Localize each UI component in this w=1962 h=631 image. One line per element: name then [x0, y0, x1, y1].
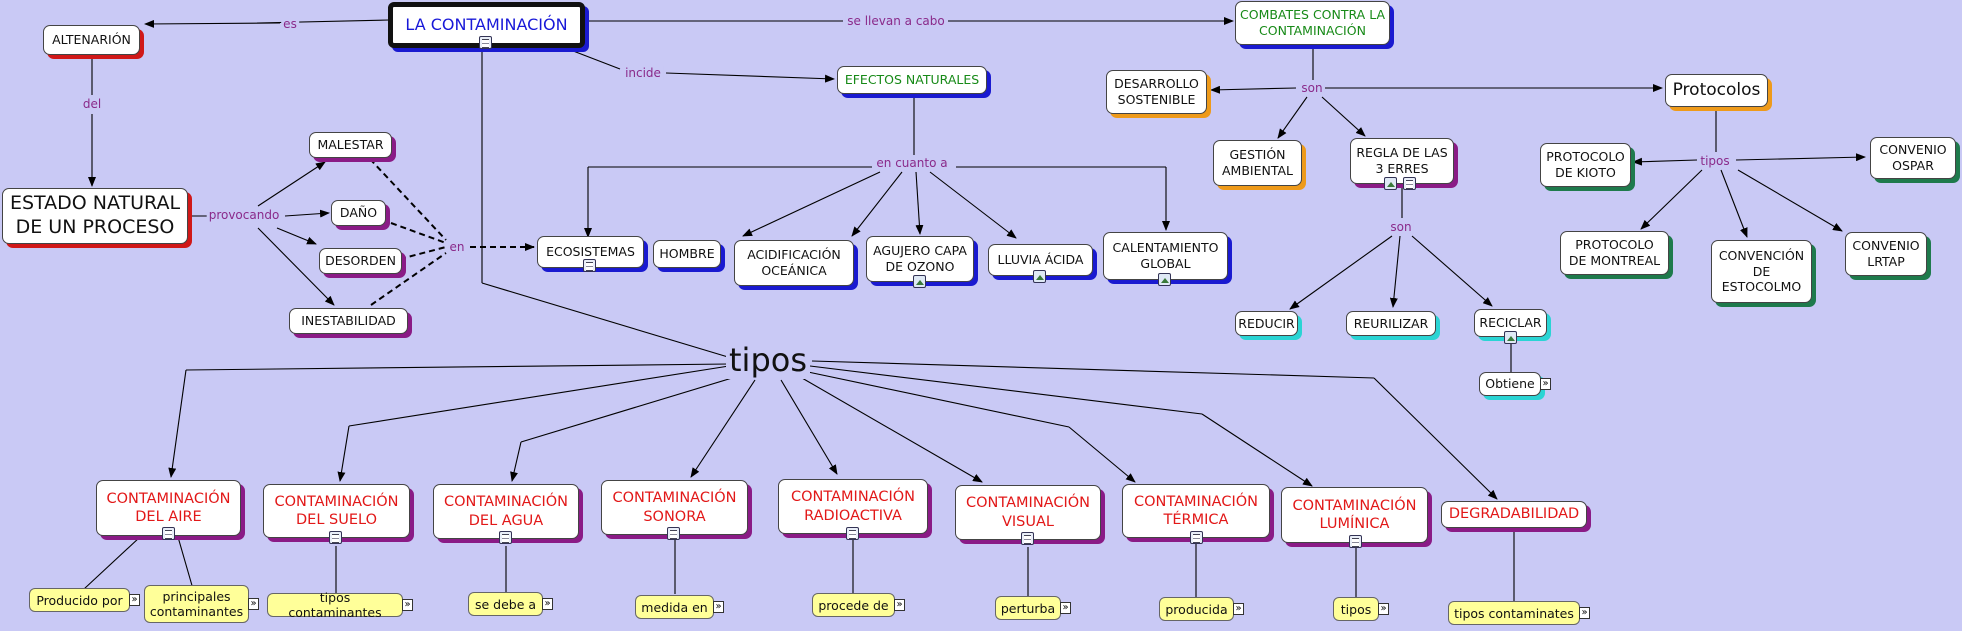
- expand-arrow-icon[interactable]: »: [1540, 378, 1551, 390]
- node-protocolos[interactable]: Protocolos: [1665, 74, 1768, 107]
- note-tipos-contaminates[interactable]: tipos contaminates: [1448, 601, 1580, 625]
- document-icon[interactable]: [1349, 535, 1362, 548]
- node-desarrollo-sostenible[interactable]: DESARROLLO SOSTENIBLE: [1106, 70, 1207, 114]
- link-label-tipos-protocolos: tipos: [1698, 154, 1732, 168]
- link-label-en-cuanto: en cuanto a: [874, 156, 950, 170]
- node-contaminacion-agua[interactable]: CONTAMINACIÓN DEL AGUA: [433, 484, 579, 539]
- node-convencion-estocolmo[interactable]: CONVENCIÓN DE ESTOCOLMO: [1711, 240, 1812, 303]
- image-icon[interactable]: [1504, 331, 1517, 344]
- node-reducir[interactable]: REDUCIR: [1235, 311, 1298, 336]
- node-hombre[interactable]: HOMBRE: [653, 240, 721, 268]
- note-tipos[interactable]: tipos: [1333, 597, 1379, 621]
- expand-arrow-icon[interactable]: »: [542, 598, 553, 610]
- image-icon[interactable]: [1158, 273, 1171, 286]
- image-icon[interactable]: [1033, 270, 1046, 283]
- node-convenio-ospar[interactable]: CONVENIO OSPAR: [1870, 137, 1956, 179]
- expand-arrow-icon[interactable]: »: [713, 601, 724, 613]
- node-combates[interactable]: COMBATES CONTRA LA CONTAMINACIÓN: [1235, 1, 1390, 45]
- node-reutilizar[interactable]: REURILIZAR: [1346, 311, 1436, 336]
- expand-arrow-icon[interactable]: »: [248, 598, 259, 610]
- node-protocolo-montreal[interactable]: PROTOCOLO DE MONTREAL: [1560, 231, 1669, 275]
- node-dano[interactable]: DAÑO: [331, 200, 386, 226]
- document-icon[interactable]: [1021, 532, 1034, 545]
- node-ecosistemas[interactable]: ECOSISTEMAS: [537, 236, 644, 268]
- document-icon[interactable]: [583, 259, 596, 272]
- note-perturba[interactable]: perturba: [995, 596, 1061, 620]
- link-label-del: del: [80, 97, 104, 111]
- node-estado-natural[interactable]: ESTADO NATURAL DE UN PROCESO: [2, 188, 188, 244]
- document-icon[interactable]: [499, 531, 512, 544]
- link-label-provocando: provocando: [206, 208, 282, 222]
- document-icon[interactable]: [479, 36, 492, 49]
- note-principales-contaminantes[interactable]: principales contaminantes: [144, 585, 249, 623]
- node-contaminacion-termica[interactable]: CONTAMINACIÓN TÉRMICA: [1122, 484, 1270, 538]
- node-gestion-ambiental[interactable]: GESTIÓN AMBIENTAL: [1213, 140, 1302, 186]
- note-producido-por[interactable]: Producido por: [29, 588, 130, 612]
- node-acidificacion[interactable]: ACIDIFICACIÓN OCEÁNICA: [734, 240, 854, 286]
- node-contaminacion-suelo[interactable]: CONTAMINACIÓN DEL SUELO: [263, 484, 410, 538]
- node-regla-3-erres[interactable]: REGLA DE LAS 3 ERRES: [1350, 138, 1454, 184]
- document-icon[interactable]: [846, 527, 859, 540]
- node-calentamiento-global[interactable]: CALENTAMIENTO GLOBAL: [1103, 232, 1228, 280]
- node-contaminacion-luminica[interactable]: CONTAMINACIÓN LUMÍNICA: [1281, 487, 1428, 543]
- expand-arrow-icon[interactable]: »: [129, 594, 140, 606]
- link-label-son-regla: son: [1388, 220, 1414, 234]
- link-label-incide: incide: [623, 66, 663, 80]
- node-contaminacion-aire[interactable]: CONTAMINACIÓN DEL AIRE: [96, 480, 241, 536]
- node-degradabilidad[interactable]: DEGRADABILIDAD: [1441, 501, 1587, 528]
- image-icon[interactable]: [913, 275, 926, 288]
- link-label-son-combates: son: [1299, 81, 1325, 95]
- note-procede-de[interactable]: procede de: [812, 593, 895, 617]
- expand-arrow-icon[interactable]: »: [1378, 603, 1389, 615]
- expand-arrow-icon[interactable]: »: [1233, 603, 1244, 615]
- document-icon[interactable]: [1403, 177, 1416, 190]
- note-medida-en[interactable]: medida en: [635, 595, 714, 619]
- node-contaminacion-sonora[interactable]: CONTAMINACIÓN SONORA: [601, 480, 748, 535]
- link-label-es: es: [281, 17, 299, 31]
- node-obtiene[interactable]: Obtiene: [1479, 372, 1541, 396]
- note-se-debe-a[interactable]: se debe a: [468, 592, 543, 616]
- node-altenarion[interactable]: ALTENARIÓN: [43, 25, 140, 55]
- document-icon[interactable]: [162, 527, 175, 540]
- link-label-se-llevan: se llevan a cabo: [845, 14, 947, 28]
- node-protocolo-kioto[interactable]: PROTOCOLO DE KIOTO: [1540, 143, 1631, 187]
- expand-arrow-icon[interactable]: »: [1060, 602, 1071, 614]
- expand-arrow-icon[interactable]: »: [1579, 607, 1590, 619]
- document-icon[interactable]: [1190, 531, 1203, 544]
- expand-arrow-icon[interactable]: »: [402, 599, 413, 611]
- node-inestabilidad[interactable]: INESTABILIDAD: [289, 308, 408, 334]
- document-icon[interactable]: [329, 531, 342, 544]
- node-malestar[interactable]: MALESTAR: [309, 132, 392, 158]
- note-producida[interactable]: producida: [1159, 597, 1234, 621]
- expand-arrow-icon[interactable]: »: [894, 599, 905, 611]
- link-label-tipos-main: tipos: [726, 341, 810, 379]
- node-efectos-naturales[interactable]: EFECTOS NATURALES: [837, 66, 987, 94]
- document-icon[interactable]: [667, 527, 680, 540]
- image-icon[interactable]: [1384, 177, 1397, 190]
- node-contaminacion-radioactiva[interactable]: CONTAMINACIÓN RADIOACTIVA: [778, 479, 928, 534]
- link-label-en: en: [447, 240, 467, 254]
- note-tipos-contaminantes[interactable]: tipos contaminantes: [267, 590, 403, 620]
- node-desorden[interactable]: DESORDEN: [319, 248, 402, 274]
- node-convenio-lrtap[interactable]: CONVENIO LRTAP: [1845, 232, 1927, 276]
